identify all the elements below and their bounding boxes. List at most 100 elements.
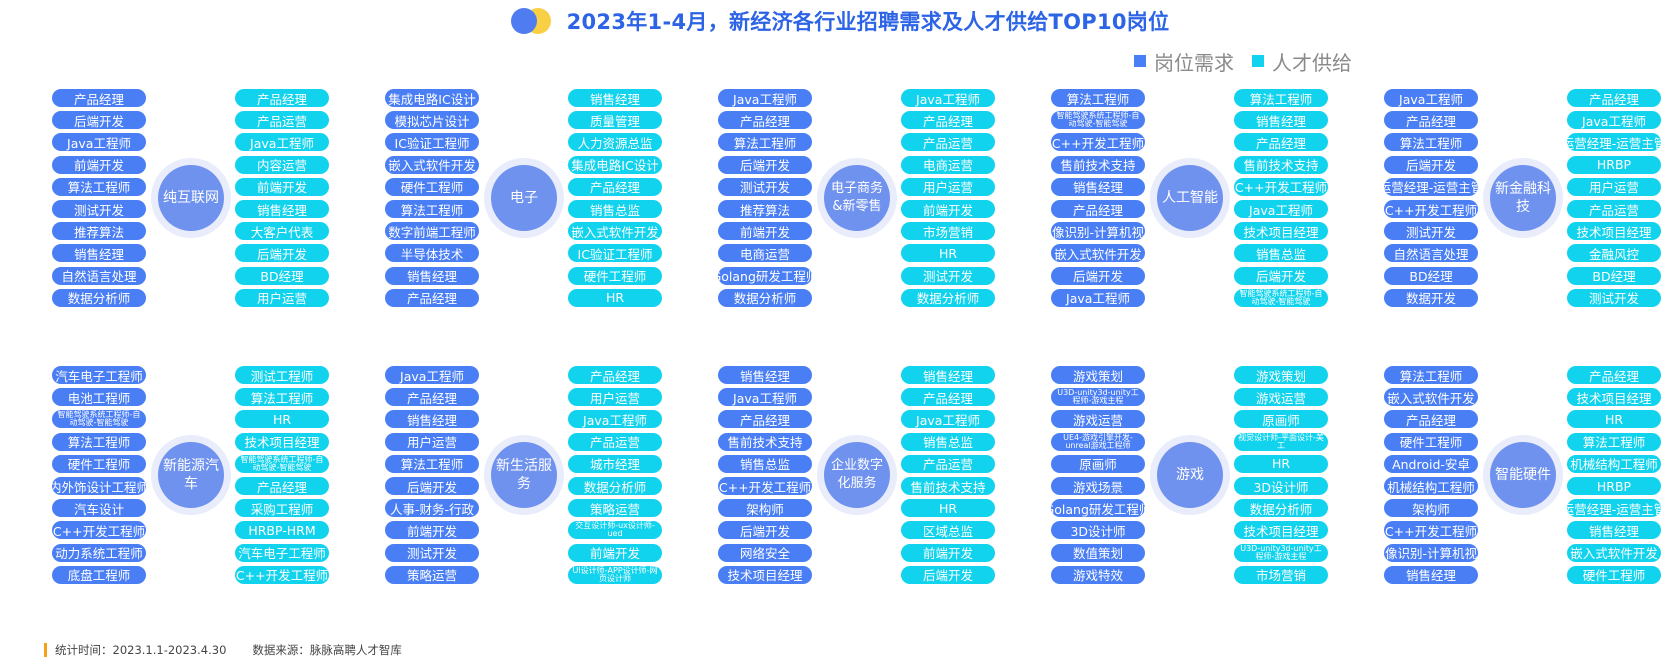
demand-pill: 嵌入式软件开发 (385, 155, 479, 174)
supply-pill: HRBP (1567, 155, 1661, 174)
supply-pill: 销售经理 (568, 89, 662, 107)
demand-pill: 销售经理 (52, 244, 146, 263)
demand-pill: 内外饰设计工程师 (52, 477, 146, 495)
demand-pill: 硬件工程师 (52, 454, 146, 473)
supply-pill: 产品经理 (568, 177, 662, 196)
industry-node: 人工智能 (1157, 164, 1223, 231)
supply-pill: Java工程师 (901, 89, 995, 107)
supply-pill: 产品经理 (235, 477, 329, 495)
demand-pill: 数据分析师 (52, 288, 146, 307)
page-title: 2023年1-4月，新经济各行业招聘需求及人才供给TOP10岗位 (566, 10, 1170, 34)
supply-pill: BD经理 (235, 266, 329, 285)
supply-pill: UI设计师-APP设计师-网页设计师 (568, 565, 662, 584)
demand-pill: 半导体技术 (385, 244, 479, 263)
supply-pill: 技术项目经理 (235, 432, 329, 451)
demand-pill: IC验证工程师 (385, 133, 479, 152)
demand-pill: 网络安全 (718, 543, 812, 562)
supply-pill: 游戏运营 (1234, 388, 1328, 407)
demand-pill: 底盘工程师 (52, 565, 146, 584)
demand-pill: 机械结构工程师 (1384, 477, 1478, 495)
supply-pill: 测试开发 (1567, 288, 1661, 307)
supply-pill: HRBP-HRM (235, 521, 329, 540)
supply-pill: 前端开发 (901, 543, 995, 562)
demand-pill: C++开发工程师 (52, 521, 146, 540)
legend-demand: 岗位需求 (1134, 47, 1234, 76)
supply-pill: 原画师 (1234, 410, 1328, 429)
supply-pill: 用户运营 (1567, 177, 1661, 196)
demand-pill: 销售经理 (1384, 565, 1478, 584)
supply-pill: 区域总监 (901, 521, 995, 540)
supply-pill: HR (1567, 410, 1661, 429)
supply-pill: 产品运营 (901, 454, 995, 473)
demand-pill: Java工程师 (385, 366, 479, 384)
supply-pill: 产品经理 (1567, 366, 1661, 384)
demand-pill: UE4-游戏引擎开发-unreal游戏工程师 (1051, 432, 1145, 451)
demand-pill: C++开发工程师 (1051, 133, 1145, 152)
supply-pill: BD经理 (1567, 266, 1661, 285)
demand-pill: 硬件工程师 (385, 177, 479, 196)
legend: 岗位需求 人才供给 (1134, 46, 1370, 76)
demand-pill: 嵌入式软件开发 (1384, 388, 1478, 407)
supply-pill: 大客户代表 (235, 222, 329, 241)
supply-pill: 市场营销 (1234, 565, 1328, 584)
demand-pill: 售前技术支持 (1051, 155, 1145, 174)
demand-pill: 推荐算法 (52, 222, 146, 241)
demand-pill: 售前技术支持 (718, 432, 812, 451)
demand-pill: Golang研发工程师 (1051, 499, 1145, 518)
supply-pill: 销售总监 (1234, 244, 1328, 263)
demand-pill: 后端开发 (1051, 266, 1145, 285)
supply-pill: 产品经理 (1234, 133, 1328, 152)
demand-pill: 运营经理-运营主管 (1384, 177, 1478, 196)
demand-pill: 硬件工程师 (1384, 432, 1478, 451)
supply-pill: 采购工程师 (235, 499, 329, 518)
industry-node: 电子商务&新零售 (824, 164, 890, 231)
demand-pill: Java工程师 (52, 133, 146, 152)
supply-pill: 销售总监 (901, 432, 995, 451)
supply-pill: 智能驾驶系统工程师-自动驾驶-智能驾驶 (1234, 288, 1328, 307)
supply-pill: 游戏策划 (1234, 366, 1328, 384)
supply-pill: 数据分析师 (1234, 499, 1328, 518)
demand-pill: 后端开发 (718, 521, 812, 540)
supply-pill: 产品运营 (235, 111, 329, 130)
demand-pill: 游戏场景 (1051, 477, 1145, 495)
demand-pill: 产品经理 (1384, 410, 1478, 429)
industry-node-halo: 电子 (484, 157, 564, 238)
demand-pill: Java工程师 (718, 89, 812, 107)
demand-pill: 动力系统工程师 (52, 543, 146, 562)
demand-pill: 前端开发 (52, 155, 146, 174)
supply-pill: 硬件工程师 (1567, 565, 1661, 584)
supply-pill: HR (568, 288, 662, 307)
demand-pill: C++开发工程师 (1384, 200, 1478, 218)
demand-pill: 测试开发 (1384, 222, 1478, 241)
demand-pill: 智能驾驶系统工程师-自动驾驶-智能驾驶 (1051, 111, 1145, 130)
demand-pill: 测试开发 (52, 200, 146, 218)
supply-pill: 集成电路IC设计 (568, 155, 662, 174)
demand-pill: 游戏特效 (1051, 565, 1145, 584)
demand-pill: 算法工程师 (385, 454, 479, 473)
industry-node: 智能硬件 (1490, 441, 1556, 508)
supply-pill: 数据分析师 (901, 288, 995, 307)
demand-pill: 图像识别-计算机视觉 (1051, 222, 1145, 241)
demand-pill: 销售经理 (1051, 177, 1145, 196)
supply-pill: 销售经理 (1567, 521, 1661, 540)
supply-pill: 后端开发 (901, 565, 995, 584)
supply-pill: 产品运营 (901, 133, 995, 152)
supply-pill: 算法工程师 (1567, 432, 1661, 451)
demand-pill: 数据分析师 (718, 288, 812, 307)
legend-supply: 人才供给 (1252, 47, 1352, 76)
demand-pill: 算法工程师 (385, 200, 479, 218)
demand-pill: 算法工程师 (1384, 366, 1478, 384)
demand-pill: 数字前端工程师 (385, 222, 479, 241)
supply-pill: Java工程师 (235, 133, 329, 152)
supply-pill: 技术项目经理 (1234, 222, 1328, 241)
industry-node: 游戏 (1157, 441, 1223, 508)
demand-pill: 数值策划 (1051, 543, 1145, 562)
demand-pill: 产品经理 (385, 388, 479, 407)
demand-pill: C++开发工程师 (1384, 521, 1478, 540)
industry-node: 新生活服务 (491, 441, 557, 508)
demand-pill: 技术项目经理 (718, 565, 812, 584)
demand-pill: U3D-unity3d-unity工程师-游戏主程 (1051, 388, 1145, 407)
industry-node-halo: 新金融科技 (1483, 157, 1563, 238)
supply-pill: 运营经理-运营主管 (1567, 133, 1661, 152)
demand-pill: 游戏策划 (1051, 366, 1145, 384)
